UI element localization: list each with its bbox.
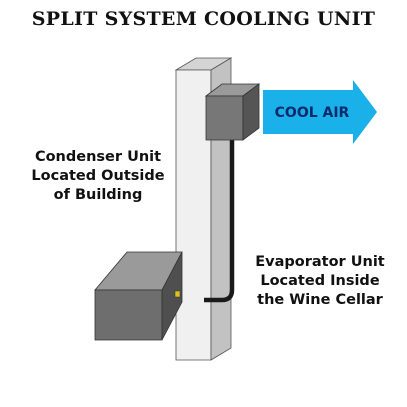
- arrow-label: COOL AIR: [275, 105, 350, 121]
- condenser-front-face: [94, 289, 163, 341]
- evaporator-front-face: [205, 95, 244, 141]
- condenser-side-face: [161, 251, 183, 341]
- evaporator-label-line-2: Located Inside: [260, 273, 380, 289]
- evaporator-side-face: [242, 83, 260, 141]
- condenser-label-line-1: Condenser Unit: [34, 149, 162, 165]
- refrigerant-line: [204, 140, 235, 303]
- evaporator-unit: [204, 83, 261, 141]
- evaporator-label: Evaporator Unit Located Inside the Wine …: [236, 253, 404, 310]
- evaporator-label-line-3: the Wine Cellar: [257, 292, 383, 308]
- evaporator-label-line-1: Evaporator Unit: [255, 254, 385, 270]
- condenser-unit: [94, 251, 183, 341]
- condenser-label: Condenser Unit Located Outside of Buildi…: [14, 148, 182, 205]
- line-fitting: [174, 290, 181, 298]
- condenser-label-line-3: of Building: [53, 187, 143, 203]
- arrow-shape: [263, 80, 377, 144]
- condenser-label-line-2: Located Outside: [31, 168, 165, 184]
- diagram-title: SPLIT SYSTEM COOLING UNIT: [31, 8, 376, 30]
- cool-air-arrow: COOL AIR: [263, 80, 377, 144]
